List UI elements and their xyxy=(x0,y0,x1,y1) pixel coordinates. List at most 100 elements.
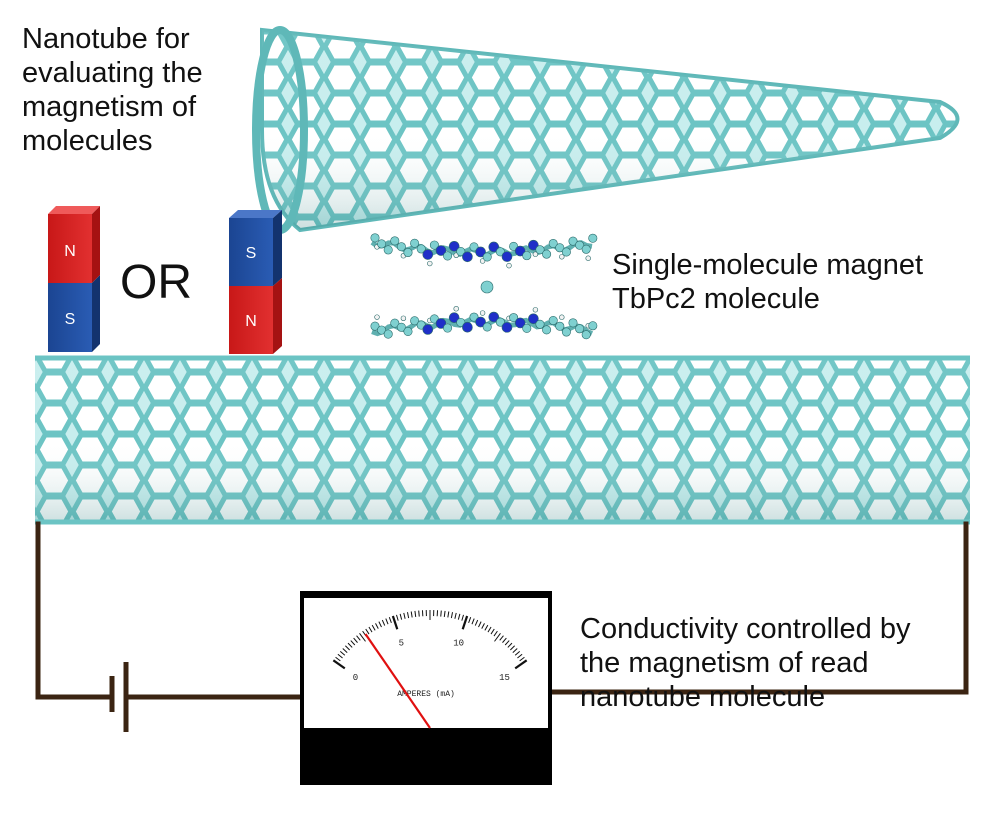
ammeter-tick xyxy=(406,612,410,619)
hydrogen-atom xyxy=(453,306,459,312)
hydrogen-atom xyxy=(532,251,539,257)
ammeter-tick xyxy=(478,621,482,628)
ammeter-tick xyxy=(365,628,370,635)
carbon-atom xyxy=(370,321,380,331)
nitrogen-atom xyxy=(528,239,539,251)
carbon-atom xyxy=(482,252,492,262)
ammeter-tick-label: 10 xyxy=(453,639,464,649)
hydrogen-atom xyxy=(559,314,565,320)
ammeter-tick xyxy=(347,642,353,648)
carbon-atom xyxy=(568,236,578,246)
ammeter-tick xyxy=(454,612,457,619)
ammeter-tick xyxy=(399,613,403,620)
carbon-atom xyxy=(383,245,393,255)
carbon-atom xyxy=(542,249,552,259)
carbon-atom xyxy=(495,317,505,327)
nitrogen-atom xyxy=(475,316,486,328)
hydrogen-atom xyxy=(374,314,380,320)
nitrogen-atom xyxy=(435,245,447,256)
ammeter-tick xyxy=(391,615,399,630)
ammeter-tick xyxy=(342,648,348,653)
carbon-atom xyxy=(575,324,585,334)
ammeter-tick-label: 0 xyxy=(353,673,358,683)
carbon-atom xyxy=(581,244,591,254)
carbon-atom xyxy=(509,313,519,323)
hydrogen-atom xyxy=(532,307,539,313)
ammeter-tick xyxy=(335,656,341,662)
circuit-wire xyxy=(35,521,969,700)
nitrogen-atom xyxy=(475,246,486,258)
carbon-atom xyxy=(403,326,413,336)
ammeter-tick xyxy=(493,630,498,637)
ammeter-tick xyxy=(353,637,358,643)
hydrogen-atom xyxy=(400,315,407,321)
carbon-atom xyxy=(456,247,466,257)
ammeter-tick xyxy=(443,610,446,617)
carbon-atom xyxy=(403,248,413,258)
ammeter-tick xyxy=(410,611,413,618)
ammeter-tick xyxy=(502,637,507,643)
ammeter-tick xyxy=(474,619,479,626)
ammeter-tick xyxy=(468,617,472,624)
carbon-atom xyxy=(390,318,400,328)
magnet-left-bottom-pole: S xyxy=(65,311,76,328)
ammeter-tick xyxy=(450,612,454,619)
hydrogen-atom xyxy=(559,254,565,260)
ammeter-tick xyxy=(504,640,510,646)
ammeter-tick xyxy=(519,656,525,662)
ammeter-tick xyxy=(356,635,361,641)
ammeter-tick xyxy=(447,611,450,618)
nitrogen-atom xyxy=(488,241,500,253)
tbpc2-molecule xyxy=(370,233,598,340)
ammeter-needle xyxy=(364,633,431,729)
nitrogen-atom xyxy=(501,251,513,262)
ammeter-tick xyxy=(507,642,513,648)
ammeter-tick xyxy=(514,650,521,656)
molecule-caption: Single-molecule magnet TbPc2 molecule xyxy=(612,249,924,315)
carbon-atom xyxy=(416,244,426,254)
ammeter-tick xyxy=(484,624,489,631)
carbon-atom xyxy=(390,236,400,246)
carbon-atom xyxy=(542,325,552,335)
carbon-atom xyxy=(410,316,420,326)
ammeter-tick xyxy=(403,612,406,619)
ammeter-tick xyxy=(471,618,475,625)
nitrogen-atom xyxy=(528,313,539,325)
nitrogen-atom xyxy=(488,311,500,323)
ammeter-tick xyxy=(514,659,528,670)
carbon-atom xyxy=(555,321,565,331)
battery-icon xyxy=(109,662,129,732)
ammeter-tick xyxy=(509,645,515,651)
carbon-atom xyxy=(429,240,439,250)
nitrogen-atom xyxy=(448,312,460,324)
bottom-nanotube xyxy=(35,355,970,525)
ammeter-tick xyxy=(378,621,382,628)
ammeter-tick xyxy=(368,626,373,633)
ammeter-tick xyxy=(359,633,366,642)
carbon-atom xyxy=(383,329,393,339)
magnet-right-top-pole: S xyxy=(246,245,257,262)
ammeter-tick xyxy=(332,659,346,670)
carbon-atom xyxy=(396,322,406,332)
ammeter-tick xyxy=(414,610,417,617)
ammeter-tick-label: 5 xyxy=(399,639,404,649)
ammeter-tick xyxy=(490,628,495,635)
ammeter-tick xyxy=(457,613,461,620)
carbon-atom xyxy=(396,242,406,252)
nitrogen-atom xyxy=(462,321,473,333)
ammeter-tick xyxy=(337,653,343,659)
carbon-atom xyxy=(561,327,571,337)
ammeter-tick xyxy=(345,645,351,651)
magnet-left: N S xyxy=(48,206,100,352)
carbon-atom xyxy=(443,251,453,261)
nitrogen-atom xyxy=(422,249,434,260)
hydrogen-atom xyxy=(427,260,433,267)
carbon-atom xyxy=(568,318,578,328)
or-label: OR xyxy=(120,256,192,309)
magnet-left-top-pole: N xyxy=(64,243,76,260)
carbon-atom xyxy=(581,330,591,340)
magnet-right-bottom-pole: N xyxy=(245,313,257,330)
nitrogen-atom xyxy=(435,318,447,329)
carbon-atom xyxy=(588,233,598,243)
ammeter-tick xyxy=(481,623,485,629)
